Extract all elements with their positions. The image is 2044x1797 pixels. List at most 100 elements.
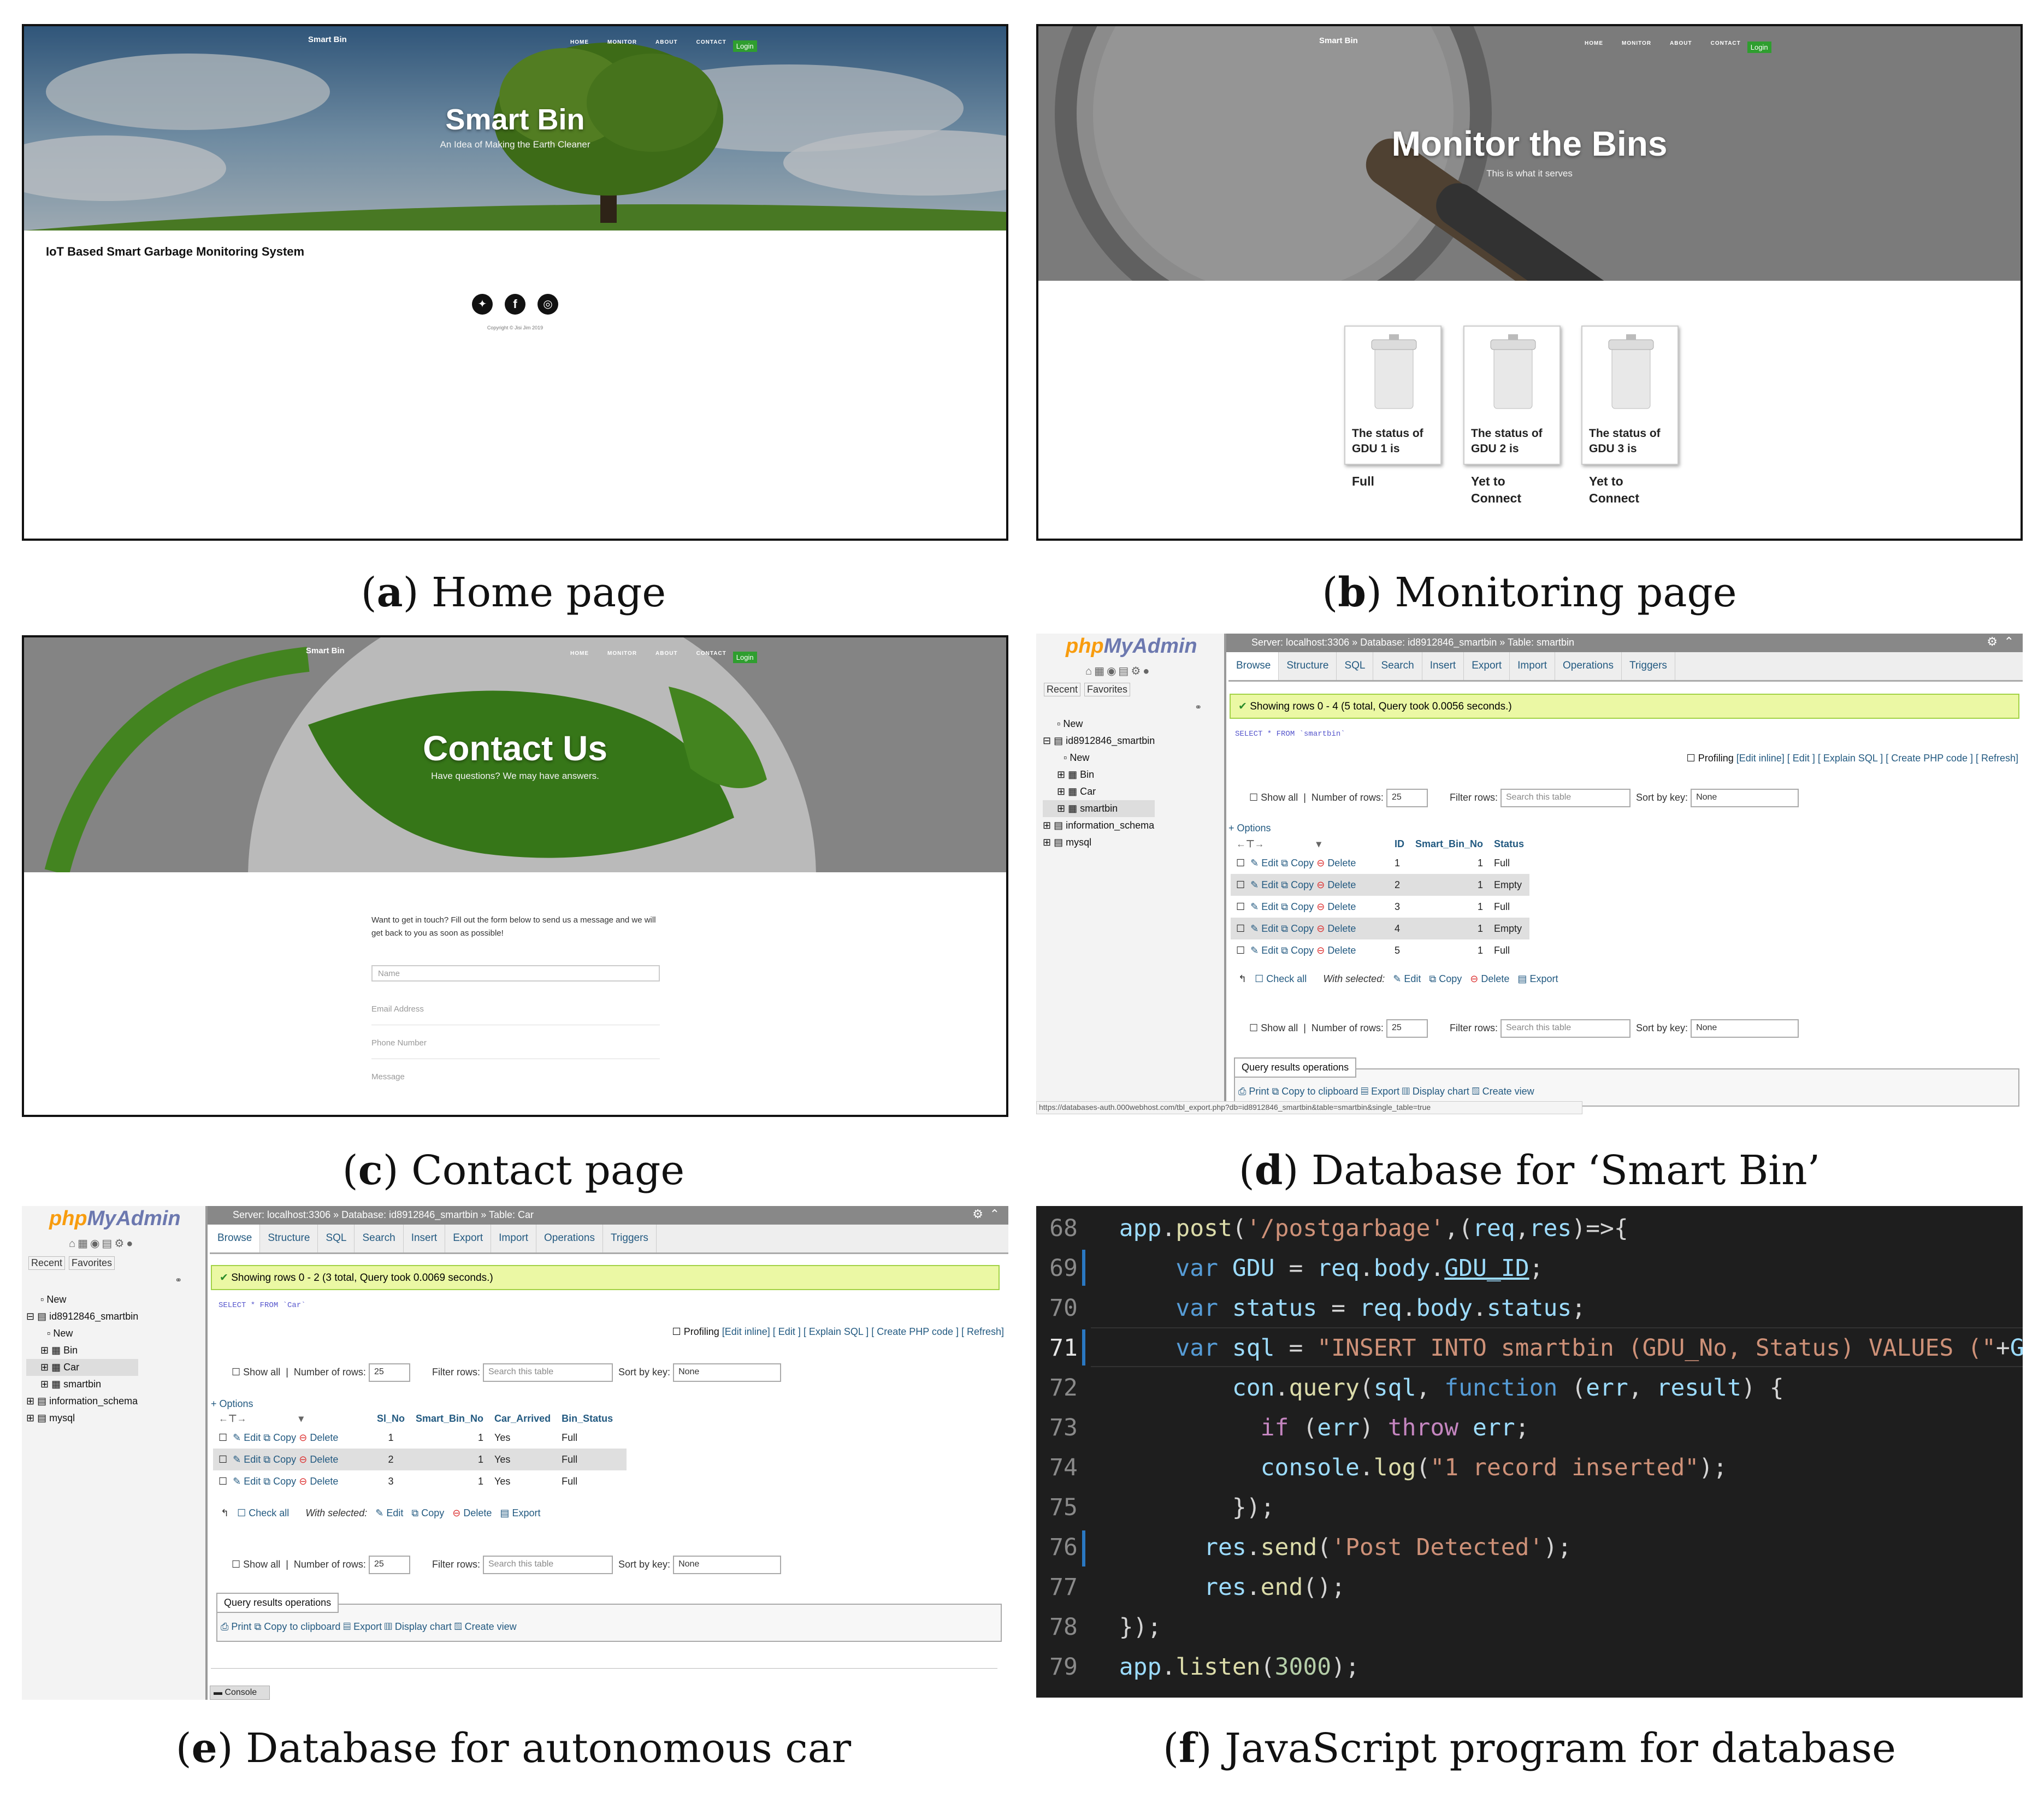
tree-item-car[interactable]: ⊞ ▦ Car [26, 1359, 139, 1376]
tab-sql[interactable]: SQL [318, 1225, 355, 1252]
check-all-checkbox[interactable]: ☐ [237, 1508, 246, 1518]
nav-brand[interactable]: Smart Bin [306, 646, 345, 655]
rows-select[interactable]: 25 [368, 1556, 410, 1574]
row-checkbox[interactable]: ☐ [1236, 923, 1245, 934]
phone-field[interactable]: Phone Number [371, 1034, 660, 1059]
breadcrumb[interactable]: Server: localhost:3306 » Database: id891… [208, 1206, 1008, 1225]
column-header[interactable]: Car_Arrived [494, 1412, 551, 1424]
tree-item-mysql[interactable]: ⊞ ▤ mysql [26, 1412, 75, 1423]
facebook-icon[interactable]: f [505, 294, 525, 315]
profiling-checkbox[interactable]: ☐ [1686, 753, 1696, 764]
tree-item-new-table[interactable]: ▫ New [47, 1328, 73, 1339]
profiling-links[interactable]: [Edit inline] [ Edit ] [ Explain SQL ] [… [722, 1326, 1004, 1337]
bulk-export-button[interactable]: ▤ Export [1517, 973, 1558, 984]
bulk-delete-button[interactable]: ⊖ Delete [1470, 973, 1510, 984]
row-checkbox[interactable]: ☐ [1236, 857, 1245, 868]
delete-link[interactable]: ⊖ Delete [1316, 923, 1356, 934]
nav-monitor-link[interactable]: MONITOR [1622, 40, 1652, 46]
settings-icon[interactable]: ⚙ [972, 1207, 983, 1221]
show-all-checkbox[interactable]: ☐ [232, 1366, 241, 1378]
rows-select[interactable]: 25 [368, 1363, 410, 1382]
tree-item-car[interactable]: ⊞ ▦ Car [1057, 786, 1096, 797]
collapse-icon[interactable]: ⌃ [2004, 635, 2014, 648]
nav-about-link[interactable]: ABOUT [655, 39, 678, 45]
tab-sql[interactable]: SQL [1337, 652, 1374, 680]
row-checkbox[interactable]: ☐ [218, 1432, 228, 1443]
recent-tab[interactable]: Recent [1044, 683, 1081, 696]
recent-tab[interactable]: Recent [28, 1256, 66, 1270]
nav-monitor-link[interactable]: MONITOR [607, 39, 637, 45]
show-all-checkbox[interactable]: ☐ [1249, 1022, 1259, 1033]
tree-item-bin[interactable]: ⊞ ▦ Bin [1057, 769, 1095, 780]
column-header[interactable]: ID [1395, 838, 1404, 849]
row-checkbox[interactable]: ☐ [1236, 944, 1245, 956]
tab-triggers[interactable]: Triggers [1622, 652, 1675, 680]
link-icon[interactable]: ⚭ [175, 1276, 182, 1285]
copy-link[interactable]: ⧉ Copy [1281, 923, 1314, 934]
delete-link[interactable]: ⊖ Delete [299, 1432, 339, 1443]
check-all-checkbox[interactable]: ☐ [1255, 973, 1264, 984]
copy-link[interactable]: ⧉ Copy [1281, 879, 1314, 890]
console-tab[interactable]: ▬ Console [210, 1686, 270, 1700]
rows-select[interactable]: 25 [1386, 789, 1428, 807]
bulk-copy-button[interactable]: ⧉ Copy [411, 1508, 445, 1518]
row-checkbox[interactable]: ☐ [1236, 879, 1245, 890]
column-header[interactable]: Bin_Status [562, 1412, 613, 1424]
copy-clipboard-link[interactable]: ⧉ Copy to clipboard [1272, 1086, 1358, 1097]
export-link[interactable]: ▤ Export [343, 1621, 382, 1632]
create-view-link[interactable]: ▧ Create view [454, 1621, 517, 1632]
nav-about-link[interactable]: ABOUT [1670, 40, 1692, 46]
tree-item-new[interactable]: ▫ New [40, 1294, 67, 1305]
github-icon[interactable]: ◎ [537, 294, 558, 315]
filter-input[interactable]: Search this table [483, 1363, 613, 1382]
copy-link[interactable]: ⧉ Copy [1281, 944, 1314, 956]
tab-import[interactable]: Import [1510, 652, 1555, 680]
nav-contact-link[interactable]: CONTACT [696, 39, 726, 45]
display-chart-link[interactable]: ▥ Display chart [385, 1621, 452, 1632]
twitter-icon[interactable]: ✦ [472, 294, 493, 315]
email-field[interactable]: Email Address [371, 1000, 660, 1025]
nav-home-link[interactable]: HOME [570, 39, 589, 45]
copy-link[interactable]: ⧉ Copy [263, 1432, 297, 1443]
tab-browse[interactable]: Browse [1228, 652, 1279, 680]
edit-link[interactable]: ✎ Edit [1250, 879, 1279, 890]
column-header[interactable]: Smart_Bin_No [1415, 838, 1484, 849]
tree-item-new[interactable]: ▫ New [1057, 718, 1083, 729]
favorites-tab[interactable]: Favorites [69, 1256, 115, 1270]
bulk-edit-button[interactable]: ✎ Edit [375, 1508, 404, 1518]
create-view-link[interactable]: ▧ Create view [1472, 1086, 1534, 1097]
profiling-checkbox[interactable]: ☐ [672, 1326, 681, 1337]
nav-contact-link[interactable]: CONTACT [696, 651, 726, 657]
show-all-checkbox[interactable]: ☐ [232, 1558, 241, 1570]
nav-home-link[interactable]: HOME [570, 651, 589, 657]
edit-link[interactable]: ✎ Edit [233, 1432, 261, 1443]
options-link[interactable]: + Options [211, 1398, 253, 1409]
print-link[interactable]: ⎙ Print [221, 1621, 252, 1632]
row-checkbox[interactable]: ☐ [1236, 901, 1245, 912]
delete-link[interactable]: ⊖ Delete [1316, 857, 1356, 868]
column-header[interactable]: Smart_Bin_No [416, 1412, 484, 1424]
tab-search[interactable]: Search [355, 1225, 404, 1252]
name-field[interactable]: Name [371, 965, 660, 982]
options-link[interactable]: + Options [1228, 823, 1271, 834]
edit-link[interactable]: ✎ Edit [1250, 901, 1279, 912]
print-link[interactable]: ⎙ Print [1238, 1086, 1269, 1097]
collapse-icon[interactable]: ⌃ [989, 1207, 1000, 1221]
copy-link[interactable]: ⧉ Copy [263, 1453, 297, 1465]
filter-input[interactable]: Search this table [1500, 1019, 1631, 1038]
display-chart-link[interactable]: ▥ Display chart [1402, 1086, 1469, 1097]
link-icon[interactable]: ⚭ [1195, 703, 1202, 712]
nav-monitor-link[interactable]: MONITOR [607, 651, 637, 657]
bulk-edit-button[interactable]: ✎ Edit [1393, 973, 1421, 984]
message-field[interactable]: Message [371, 1072, 405, 1081]
sort-select[interactable]: None [1691, 1019, 1799, 1038]
nav-contact-link[interactable]: CONTACT [1710, 40, 1741, 46]
edit-link[interactable]: ✎ Edit [1250, 923, 1279, 934]
nav-home-link[interactable]: HOME [1585, 40, 1603, 46]
delete-link[interactable]: ⊖ Delete [299, 1475, 339, 1487]
sort-arrows-header[interactable]: ←⊤→ ▾ [218, 1412, 304, 1424]
tab-insert[interactable]: Insert [1422, 652, 1464, 680]
filter-input[interactable]: Search this table [1500, 789, 1631, 807]
tree-item-smartbin[interactable]: ⊞ ▦ smartbin [1043, 800, 1155, 817]
tree-item-information-schema[interactable]: ⊞ ▤ information_schema [26, 1396, 138, 1406]
